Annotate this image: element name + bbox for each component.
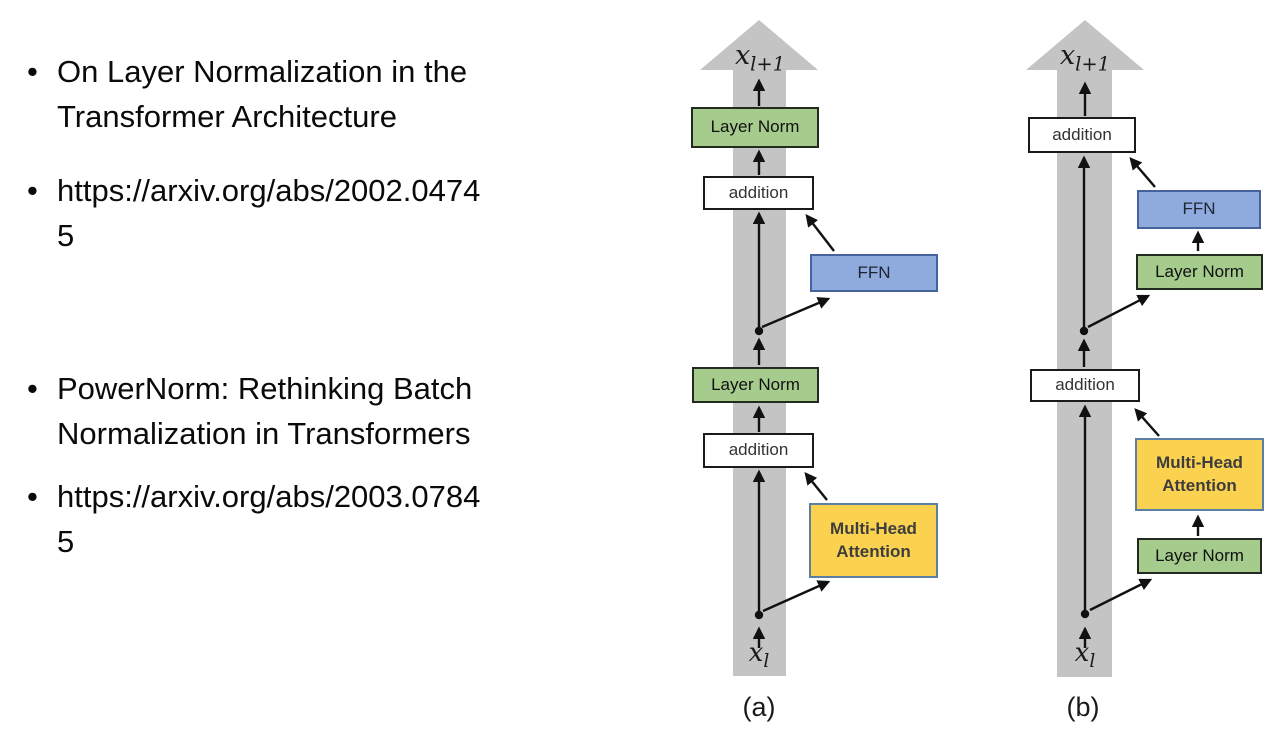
arrow-dot-to-ffn-a — [761, 297, 831, 329]
bullet-item-paper1: • On Layer Normalization in the Transfor… — [27, 49, 527, 139]
arrow-mha-to-addition2-b — [1134, 408, 1160, 437]
input-label-a: xl — [735, 638, 783, 672]
math-sub: l+1 — [1075, 52, 1111, 76]
arrow-dot2-to-mha-a — [762, 580, 831, 613]
multi-head-attention-box-a: Multi-Head Attention — [809, 503, 938, 578]
math-var: x — [1059, 40, 1076, 71]
layer-norm-upper-box-b: Layer Norm — [1136, 254, 1263, 290]
branch-dot-upper-a — [754, 326, 764, 336]
output-label-b: xl+1 — [1047, 40, 1123, 75]
diagram-a-flow — [700, 20, 835, 676]
multi-head-attention-box-b: Multi-Head Attention — [1135, 438, 1264, 511]
math-var: x — [734, 40, 751, 71]
branch-dot-lower-b — [1080, 609, 1090, 619]
math-sub: l — [763, 651, 770, 673]
layer-norm-top-box-a: Layer Norm — [691, 107, 819, 148]
math-sub: l+1 — [750, 52, 786, 76]
layer-norm-bottom-box-a: Layer Norm — [692, 367, 819, 403]
bullet-text-paper1: On Layer Normalization in the Transforme… — [57, 54, 468, 134]
bullet-text-url1: https://arxiv.org/abs/2002.04745 — [57, 173, 481, 253]
math-var: x — [748, 638, 764, 668]
input-label-b: xl — [1061, 638, 1109, 672]
addition-bottom-box-a: addition — [703, 433, 814, 468]
addition-top-box-a: addition — [703, 176, 814, 210]
layer-norm-lower-box-b: Layer Norm — [1137, 538, 1262, 574]
bullet-text-paper2: PowerNorm: Rethinking Batch Normalizatio… — [57, 371, 473, 451]
ffn-box-a: FFN — [810, 254, 938, 292]
arrow-dot-to-layernorm1-b — [1087, 294, 1151, 329]
addition-lower-box-b: addition — [1030, 369, 1140, 402]
bullet-marker: • — [27, 479, 38, 514]
branch-dot-upper-b — [1079, 326, 1089, 336]
math-var: x — [1074, 638, 1090, 668]
bullet-marker: • — [27, 54, 38, 89]
math-sub: l — [1089, 651, 1096, 673]
bullet-item-url2: • https://arxiv.org/abs/2003.07845 — [27, 474, 527, 564]
bullet-marker: • — [27, 371, 38, 406]
diagram-b-flow — [1026, 20, 1205, 677]
arrow-mha-to-addition2-a — [804, 472, 828, 501]
arrow-ffn-to-addition1-a — [805, 214, 835, 252]
arrow-ffn-to-addition1-b — [1129, 157, 1156, 188]
addition-top-box-b: addition — [1028, 117, 1136, 153]
output-label-a: xl+1 — [722, 40, 798, 75]
bullet-item-paper2: • PowerNorm: Rethinking Batch Normalizat… — [27, 366, 527, 456]
bullet-text-url2: https://arxiv.org/abs/2003.07845 — [57, 479, 481, 559]
bullet-marker: • — [27, 173, 38, 208]
arrow-dot2-to-layernorm2-b — [1089, 578, 1153, 612]
caption-a: (a) — [742, 692, 776, 722]
caption-b: (b) — [1066, 692, 1100, 722]
branch-dot-lower-a — [754, 610, 764, 620]
ffn-box-b: FFN — [1137, 190, 1261, 229]
bullet-item-url1: • https://arxiv.org/abs/2002.04745 — [27, 168, 527, 258]
